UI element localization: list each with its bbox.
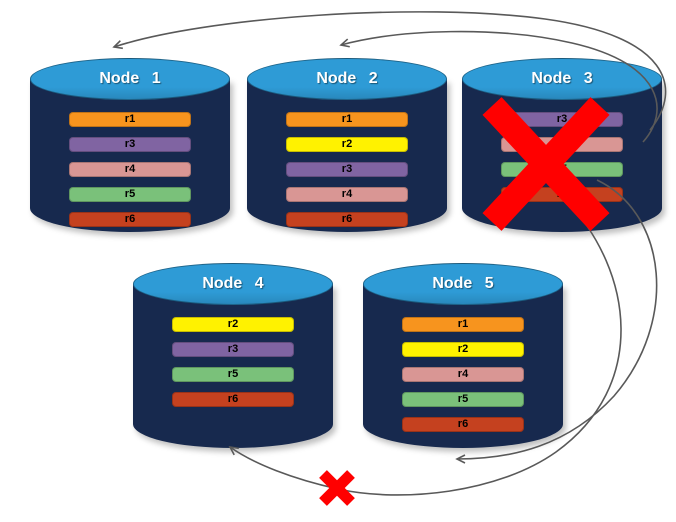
replica-bar: r3	[172, 342, 294, 357]
replica-bar: r4	[501, 137, 623, 152]
replica-bar: r2	[402, 342, 524, 357]
replica-bar: r6	[501, 187, 623, 202]
replica-bar: r4	[402, 367, 524, 382]
replica-bar: r4	[286, 187, 408, 202]
node-title: Node 4	[202, 275, 264, 292]
cylinder-top: Node 1	[30, 58, 230, 100]
replica-bar: r3	[501, 112, 623, 127]
replica-bar: r5	[501, 162, 623, 177]
replica-bar: r3	[69, 137, 191, 152]
node-4: Node 4 r2 r3 r5 r6	[133, 263, 333, 448]
replica-bar: r6	[69, 212, 191, 227]
replica-bars: r3 r4 r5 r6	[462, 112, 662, 202]
replica-bars: r1 r2 r3 r4 r6	[247, 112, 447, 227]
node-title: Node 2	[316, 70, 378, 87]
node-title: Node 1	[99, 70, 161, 87]
replica-bar: r5	[402, 392, 524, 407]
cylinder-top: Node 2	[247, 58, 447, 100]
replica-bar: r5	[172, 367, 294, 382]
node-1: Node 1 r1 r3 r4 r5 r6	[30, 58, 230, 232]
replica-bar: r6	[286, 212, 408, 227]
transfer-blocked-x-icon	[319, 470, 355, 506]
replica-bar: r1	[286, 112, 408, 127]
replica-bar: r6	[402, 417, 524, 432]
cylinder-top: Node 3	[462, 58, 662, 100]
node-3: Node 3 r3 r4 r5 r6	[462, 58, 662, 232]
replica-bar: r1	[402, 317, 524, 332]
replica-bar: r2	[172, 317, 294, 332]
node-title: Node 3	[531, 70, 593, 87]
replica-bar: r5	[69, 187, 191, 202]
replica-bar: r3	[286, 162, 408, 177]
replica-bar: r4	[69, 162, 191, 177]
replica-bar: r1	[69, 112, 191, 127]
cylinder-top: Node 5	[363, 263, 563, 305]
replica-bars: r1 r3 r4 r5 r6	[30, 112, 230, 227]
cylinder-top: Node 4	[133, 263, 333, 305]
node-title: Node 5	[432, 275, 494, 292]
replica-bars: r2 r3 r5 r6	[133, 317, 333, 407]
replica-bar: r2	[286, 137, 408, 152]
replica-bar: r6	[172, 392, 294, 407]
replica-bars: r1 r2 r4 r5 r6	[363, 317, 563, 432]
node-2: Node 2 r1 r2 r3 r4 r6	[247, 58, 447, 232]
node-5: Node 5 r1 r2 r4 r5 r6	[363, 263, 563, 448]
